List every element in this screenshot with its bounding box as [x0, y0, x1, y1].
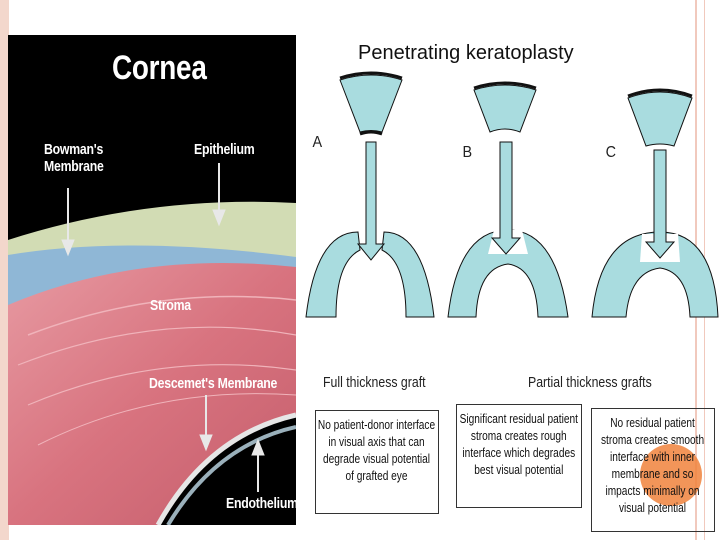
cornea-illustration	[8, 163, 296, 525]
box-full-thickness-text: No patient-donor interface in visual axi…	[318, 417, 436, 483]
keratoplasty-diagram	[305, 71, 719, 318]
host-cornea-c	[591, 231, 719, 318]
partial-thickness-header: Partial thickness grafts	[528, 374, 652, 391]
box-full-thickness: No patient-donor interface in visual axi…	[315, 410, 439, 514]
donor-graft-b	[473, 84, 537, 133]
box-rough-interface-text: Significant residual patient stroma crea…	[459, 411, 579, 477]
host-cornea-a-left	[305, 231, 361, 318]
donor-graft-c	[627, 91, 693, 147]
slide-title: Penetrating keratoplasty	[358, 42, 574, 64]
host-cornea-b	[447, 229, 569, 318]
full-thickness-header: Full thickness graft	[323, 374, 426, 391]
stroma-label: Stroma	[150, 297, 191, 314]
box-smooth-interface: No residual patient stroma creates smoot…	[591, 408, 715, 532]
endothelium-label: Endothelium	[226, 495, 296, 512]
epithelium-label: Epithelium	[194, 141, 255, 158]
box-smooth-interface-text: No residual patient stroma creates smoot…	[601, 415, 705, 515]
arrow-c	[644, 149, 676, 259]
cornea-heading: Cornea	[112, 49, 207, 87]
cornea-figure: Cornea Bowman's Membrane Epithelium Stro…	[8, 35, 296, 525]
highlight-dot	[640, 444, 702, 506]
panel-a-letter: A	[312, 134, 323, 151]
bowmans-membrane-label: Bowman's Membrane	[44, 141, 104, 176]
donor-graft-a	[339, 74, 403, 133]
slide-left-border	[0, 0, 9, 540]
arrow-a	[356, 141, 386, 261]
panel-c-letter: C	[605, 144, 616, 161]
host-cornea-a-right	[381, 231, 435, 318]
box-rough-interface: Significant residual patient stroma crea…	[456, 404, 582, 508]
descemets-membrane-label: Descemet's Membrane	[149, 375, 278, 392]
panel-b-letter: B	[462, 144, 473, 161]
arrow-b	[490, 141, 522, 255]
